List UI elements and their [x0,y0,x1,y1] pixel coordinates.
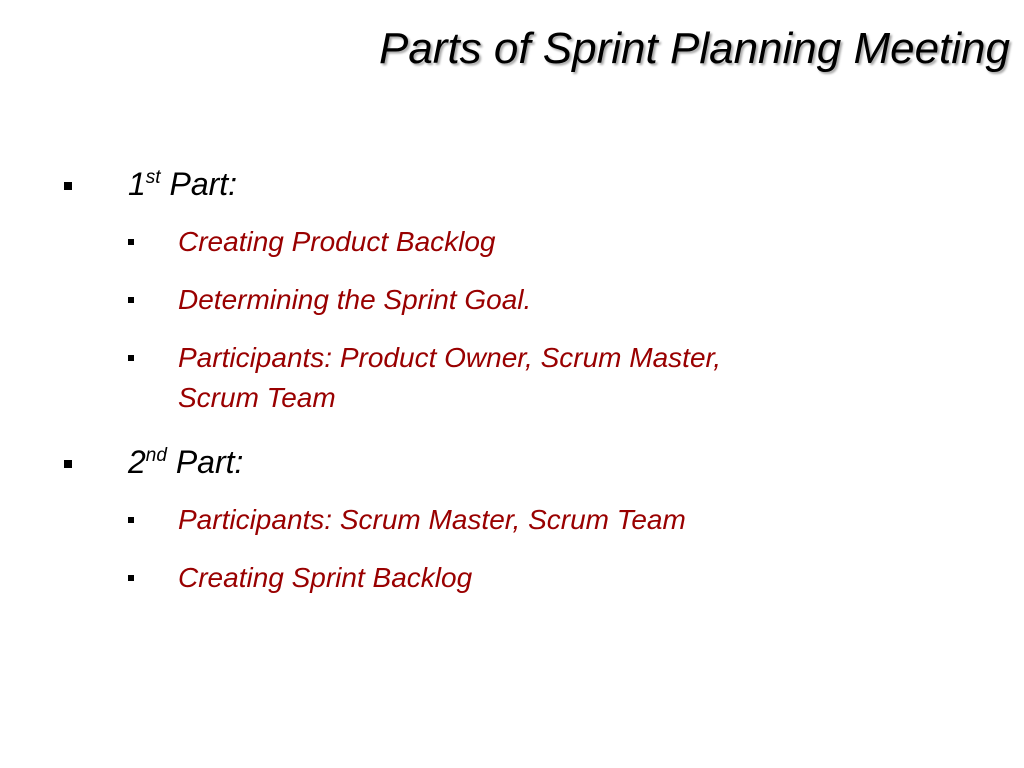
square-bullet-icon [64,182,72,190]
list-item: Participants: Scrum Master, Scrum Team [0,496,1024,554]
list-item-text: Participants: Product Owner, Scrum Maste… [178,342,722,413]
ordinal-suffix: st [145,167,161,188]
list-item-text: Creating Product Backlog [178,226,496,257]
ordinal-suffix: nd [145,445,167,466]
list-item: Creating Product Backlog [0,218,1024,276]
section-1-heading: 1st Part: [128,166,238,202]
section-2-heading: 2nd Part: [128,444,244,480]
list-item: Determining the Sprint Goal. [0,276,1024,334]
square-bullet-icon [64,460,72,468]
square-bullet-icon [128,575,134,581]
list-item-text: Creating Sprint Backlog [178,562,473,593]
section-2: 2nd Part: [0,438,1024,496]
bullet-list: 1st Part: Creating Product Backlog Deter… [0,160,1024,612]
list-item: Creating Sprint Backlog [0,554,1024,612]
square-bullet-icon [128,517,134,523]
list-item-text: Participants: Scrum Master, Scrum Team [178,504,686,535]
slide-title: Parts of Sprint Planning Meeting [378,24,1010,73]
list-item: Participants: Product Owner, Scrum Maste… [0,334,1024,432]
section-1: 1st Part: [0,160,1024,218]
square-bullet-icon [128,239,134,245]
square-bullet-icon [128,297,134,303]
list-item-text: Determining the Sprint Goal. [178,284,532,315]
square-bullet-icon [128,355,134,361]
